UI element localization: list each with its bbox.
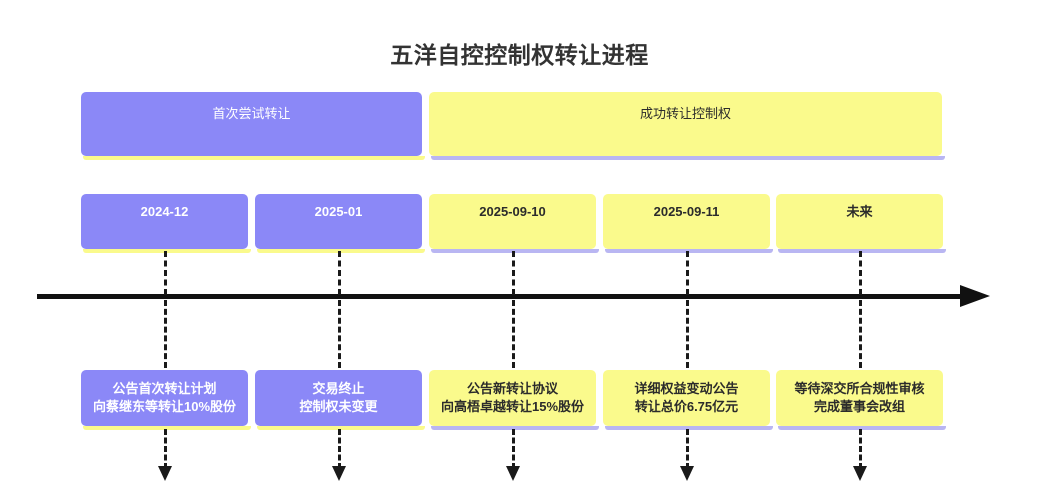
desc-box-1-shadow [83, 426, 251, 430]
connector-lower-5 [859, 429, 862, 469]
desc-box-2: 交易终止 控制权未变更 [255, 370, 425, 430]
date-label-1: 2024-12 [140, 204, 189, 219]
desc-line2-3: 向高梧卓越转让15%股份 [440, 399, 585, 414]
connector-upper-5 [859, 251, 862, 295]
phase-bar-1-label: 首次尝试转让 [212, 106, 291, 121]
date-box-4-shadow [605, 249, 773, 253]
down-arrow-icon-1 [158, 466, 172, 481]
desc-line1-4: 详细权益变动公告 [634, 381, 739, 397]
desc-box-5: 等待深交所合规性审核 完成董事会改组 [776, 370, 946, 430]
down-arrow-icon-4 [680, 466, 694, 481]
date-label-5: 未来 [846, 204, 873, 219]
down-arrow-icon-2 [332, 466, 346, 481]
timeline-arrow-icon [960, 285, 990, 307]
phase-bar-2: 成功转让控制权 [429, 92, 945, 160]
date-label-2: 2025-01 [314, 204, 363, 219]
desc-line1-5: 等待深交所合规性审核 [794, 381, 925, 397]
page-title: 五洋自控控制权转让进程 [390, 42, 649, 68]
connector-lower-4 [686, 429, 689, 469]
desc-line2-1: 向蔡继东等转让10%股份 [92, 399, 237, 414]
date-box-1-shadow [83, 249, 251, 253]
connector-lower-2 [338, 429, 341, 469]
desc-line2-4: 转让总价6.75亿元 [634, 399, 739, 414]
timeline-axis-line [37, 294, 977, 299]
desc-box-3: 公告新转让协议 向高梧卓越转让15%股份 [429, 370, 599, 430]
connector-mid-1 [164, 300, 167, 368]
date-box-3: 2025-09-10 [429, 194, 599, 253]
phase-bar-1: 首次尝试转让 [81, 92, 425, 160]
desc-box-1: 公告首次转让计划 向蔡继东等转让10%股份 [81, 370, 251, 430]
down-arrow-icon-3 [506, 466, 520, 481]
date-label-3: 2025-09-10 [479, 204, 546, 219]
connector-mid-3 [512, 300, 515, 368]
desc-box-3-shadow [431, 426, 599, 430]
connector-mid-5 [859, 300, 862, 368]
phase-bar-2-shadow [431, 156, 945, 160]
desc-box-4: 详细权益变动公告 转让总价6.75亿元 [603, 370, 773, 430]
date-box-3-shadow [431, 249, 599, 253]
date-box-4: 2025-09-11 [603, 194, 773, 253]
date-box-5: 未来 [776, 194, 946, 253]
connector-lower-3 [512, 429, 515, 469]
date-box-1: 2024-12 [81, 194, 251, 253]
desc-box-2-shadow [257, 426, 425, 430]
date-box-2-shadow [257, 249, 425, 253]
phase-bar-1-shadow [83, 156, 425, 160]
date-box-2: 2025-01 [255, 194, 425, 253]
desc-box-4-shadow [605, 426, 773, 430]
connector-upper-2 [338, 251, 341, 295]
phase-bar-2-label: 成功转让控制权 [639, 106, 731, 121]
down-arrow-icon-5 [853, 466, 867, 481]
desc-line2-2: 控制权未变更 [299, 399, 378, 414]
desc-line1-3: 公告新转让协议 [466, 381, 558, 397]
date-box-5-shadow [778, 249, 946, 253]
connector-upper-3 [512, 251, 515, 295]
desc-box-5-shadow [778, 426, 946, 430]
connector-mid-4 [686, 300, 689, 368]
date-label-4: 2025-09-11 [653, 204, 720, 219]
desc-line2-5: 完成董事会改组 [813, 399, 905, 414]
connector-upper-4 [686, 251, 689, 295]
desc-line1-2: 交易终止 [312, 381, 365, 397]
connector-lower-1 [164, 429, 167, 469]
connector-mid-2 [338, 300, 341, 368]
desc-line1-1: 公告首次转让计划 [112, 381, 217, 397]
connector-upper-1 [164, 251, 167, 295]
